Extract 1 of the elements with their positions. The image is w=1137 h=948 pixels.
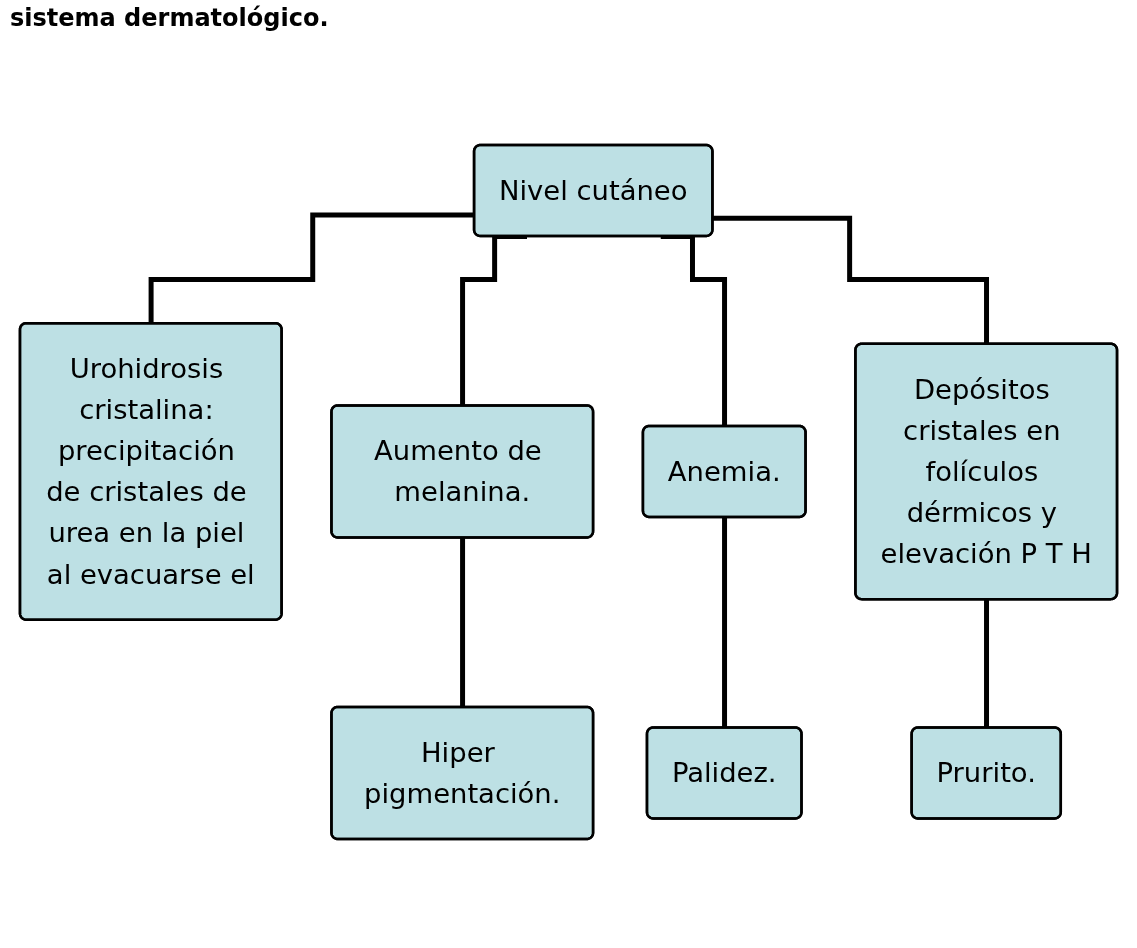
diagram-title: sistema dermatológico. (9, 3, 330, 34)
